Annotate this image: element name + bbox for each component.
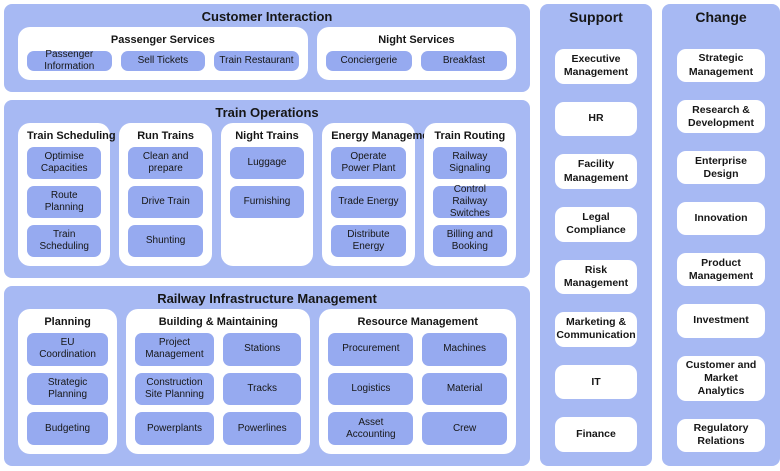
capability-box: Finance	[555, 417, 637, 452]
capability-box: Risk Management	[555, 259, 637, 295]
capability-box: Asset Accounting	[328, 412, 414, 445]
capability-box: Regulatory Relations	[677, 418, 765, 453]
capability-box: Product Management	[677, 253, 765, 287]
capability-box: Train Scheduling	[27, 225, 102, 257]
section-change: Change Strategic Management Research & D…	[662, 4, 780, 466]
group-items: Procurement Logistics Asset Accounting M…	[328, 333, 507, 445]
capability-box: Optimise Capacities	[27, 147, 102, 179]
section-customer-interaction: Customer Interaction Passenger Services …	[4, 4, 530, 92]
section-title: Change	[695, 9, 747, 25]
capability-box: Powerlines	[222, 412, 302, 445]
group-title: Building & Maintaining	[158, 316, 278, 328]
capability-box: Strategic Management	[677, 49, 765, 83]
section-title: Customer Interaction	[201, 9, 333, 24]
capability-box: Tracks	[222, 372, 302, 406]
capability-box: Material	[422, 372, 507, 406]
capability-box: Project Management	[135, 333, 214, 366]
group-items: Executive Management HR Facility Managem…	[555, 27, 637, 452]
capability-box: Clean and prepare	[128, 147, 203, 179]
group-title: Train Routing	[434, 130, 506, 142]
section-title: Support	[569, 9, 623, 25]
group-title: Train Scheduling	[27, 130, 116, 142]
capability-box: Conciergerie	[325, 51, 412, 71]
group-train-routing: Train Routing Railway Signaling Control …	[423, 123, 517, 266]
capability-box: Passenger Information	[27, 49, 112, 72]
capability-box: Research & Development	[677, 100, 765, 134]
group-items: Luggage Furnishing	[229, 147, 305, 257]
group-passenger-services: Passenger Services Passenger Information…	[18, 27, 308, 80]
capability-box: Budgeting	[27, 412, 109, 445]
group-title: Night Trains	[235, 130, 299, 142]
group-items: Conciergerie Breakfast	[325, 51, 508, 71]
capability-box: HR	[555, 101, 637, 137]
capability-box: Facility Management	[555, 154, 637, 189]
group-run-trains: Run Trains Clean and prepare Drive Train…	[119, 123, 212, 266]
capability-box: Procurement	[328, 333, 414, 366]
capability-box: Operate Power Plant	[331, 147, 406, 179]
capability-box: Breakfast	[420, 51, 508, 71]
group-train-scheduling: Train Scheduling Optimise Capacities Rou…	[18, 123, 116, 266]
group-title: Energy Management	[331, 130, 439, 142]
capability-box: Railway Signaling	[432, 147, 508, 179]
group-title: Passenger Services	[110, 34, 215, 46]
capability-box: Furnishing	[229, 186, 305, 218]
group-building-maintaining: Building & Maintaining Project Managemen…	[126, 309, 311, 454]
capability-box: Drive Train	[128, 186, 203, 218]
capability-box: Sell Tickets	[120, 51, 206, 71]
capability-box: Distribute Energy	[331, 225, 406, 257]
section-support: Support Executive Management HR Facility…	[540, 4, 652, 466]
group-items: Project Management Construction Site Pla…	[135, 333, 302, 445]
capability-box: Construction Site Planning	[135, 372, 214, 406]
capability-box: Stations	[222, 333, 302, 366]
group-items: Passenger Information Sell Tickets Train…	[27, 49, 299, 72]
capability-box: Logistics	[328, 372, 414, 406]
capability-box: Strategic Planning	[27, 372, 109, 406]
capability-box: Powerplants	[135, 412, 214, 445]
group-title: Planning	[44, 316, 91, 328]
group-resource-management: Resource Management Procurement Logistic…	[319, 309, 516, 454]
capability-box: Legal Compliance	[555, 206, 637, 242]
group-items: Clean and prepare Drive Train Shunting	[128, 147, 203, 257]
section-panels: Passenger Services Passenger Information…	[4, 27, 530, 92]
group-items: Optimise Capacities Route Planning Train…	[27, 147, 102, 257]
group-night-trains: Night Trains Luggage Furnishing	[220, 123, 314, 266]
capability-box: Marketing & Communication	[555, 312, 637, 347]
capability-box: Crew	[422, 412, 507, 445]
capability-box: EU Coordination	[27, 333, 109, 366]
section-train-operations: Train Operations Train Scheduling Optimi…	[4, 100, 530, 278]
group-night-services: Night Services Conciergerie Breakfast	[316, 27, 516, 80]
capability-box: Billing and Booking	[432, 225, 508, 257]
section-panels: Planning EU Coordination Strategic Plann…	[4, 309, 530, 466]
section-railway-infrastructure-management: Railway Infrastructure Management Planni…	[4, 286, 530, 466]
group-title: Run Trains	[137, 130, 195, 142]
capability-box: Luggage	[229, 147, 305, 179]
capability-box: Trade Energy	[331, 186, 406, 218]
capability-box: Machines	[422, 333, 507, 366]
group-items: Strategic Management Research & Developm…	[677, 27, 765, 453]
group-title: Night Services	[378, 34, 455, 46]
capability-box: Customer and Market Analytics	[677, 355, 765, 401]
group-planning: Planning EU Coordination Strategic Plann…	[18, 309, 118, 454]
section-title: Railway Infrastructure Management	[157, 291, 377, 306]
main-sections-column: Customer Interaction Passenger Services …	[4, 4, 530, 466]
capability-box: Innovation	[677, 202, 765, 236]
capability-box: Control Railway Switches	[432, 184, 508, 219]
section-panels: Train Scheduling Optimise Capacities Rou…	[4, 123, 530, 278]
capability-box: Train Restaurant	[214, 51, 299, 71]
group-items: Railway Signaling Control Railway Switch…	[432, 147, 508, 257]
group-energy-management: Energy Management Operate Power Plant Tr…	[322, 123, 439, 266]
capability-box: IT	[555, 364, 637, 400]
group-items: Operate Power Plant Trade Energy Distrib…	[331, 147, 406, 257]
capability-box: Route Planning	[27, 186, 102, 218]
group-items: EU Coordination Strategic Planning Budge…	[27, 333, 109, 445]
section-title: Train Operations	[215, 105, 319, 120]
capability-box: Investment	[677, 304, 765, 338]
capability-box: Shunting	[128, 225, 203, 257]
group-title: Resource Management	[357, 316, 478, 328]
capability-box: Enterprise Design	[677, 151, 765, 185]
capability-box: Executive Management	[555, 49, 637, 84]
capability-map: Customer Interaction Passenger Services …	[4, 4, 780, 466]
